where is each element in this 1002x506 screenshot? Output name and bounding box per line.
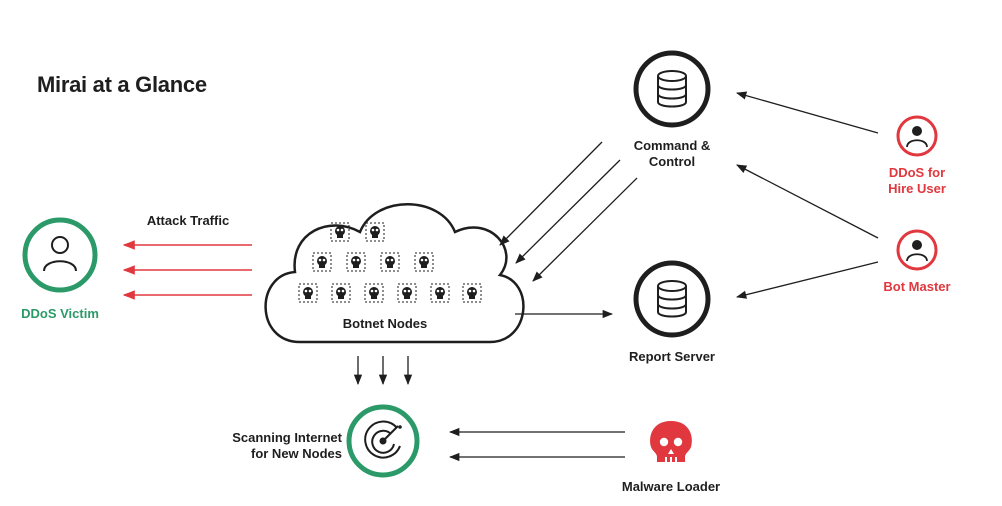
database-icon — [657, 280, 687, 318]
ddos-victim-node — [22, 217, 98, 293]
c2-to-botnet-arrows — [499, 141, 638, 282]
loader-to-scanner-arrows — [448, 427, 625, 462]
bot-master-node — [896, 229, 938, 271]
attacker-arrows — [735, 91, 879, 299]
person-icon — [43, 236, 77, 272]
botnet-to-scanner-arrows — [353, 356, 413, 386]
victim-label: DDoS Victim — [21, 306, 99, 321]
scanner-node — [346, 404, 420, 478]
botnet-label: Botnet Nodes — [342, 316, 428, 331]
scanner-label: Scanning Internet for New Nodes — [232, 430, 342, 461]
malware-loader-label: Malware Loader — [621, 479, 721, 494]
page-title: Mirai at a Glance — [37, 72, 207, 97]
c2-label: Command & Control — [633, 138, 711, 169]
report-server-node — [633, 260, 711, 338]
botnet-cloud — [264, 203, 525, 344]
database-icon — [657, 70, 687, 108]
attack-traffic-label: Attack Traffic — [146, 213, 230, 228]
cloud-icon — [264, 203, 525, 344]
c2-node — [633, 50, 711, 128]
skull-icon — [650, 421, 692, 462]
person-icon — [906, 126, 928, 148]
malware-loader-node — [650, 421, 692, 462]
hire-user-label: DDoS for Hire User — [888, 165, 946, 196]
radar-icon — [364, 420, 402, 459]
person-icon — [906, 240, 928, 262]
bot-master-label: Bot Master — [883, 279, 951, 294]
hire-user-node — [896, 115, 938, 157]
report-server-label: Report Server — [629, 349, 715, 364]
attack-traffic-arrows — [122, 240, 252, 300]
